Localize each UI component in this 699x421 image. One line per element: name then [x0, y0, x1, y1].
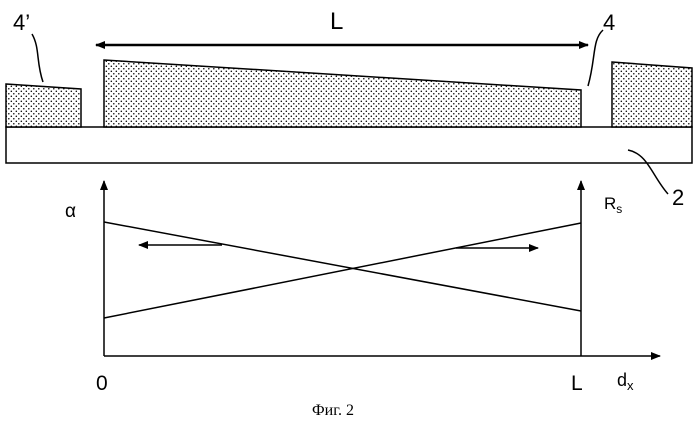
y-axis-label-alpha: α — [65, 201, 76, 222]
y-axis-label-rs: Rs — [604, 194, 622, 216]
rs-main: R — [604, 194, 616, 213]
origin-label: 0 — [96, 372, 108, 395]
label-4: 4 — [603, 10, 615, 35]
rs-subscript: s — [616, 202, 622, 216]
length-label: L — [330, 8, 343, 35]
alpha-line-decreasing — [104, 222, 581, 311]
x-end-label: L — [571, 372, 583, 395]
layer-4-main-segment — [104, 60, 581, 127]
label-4-prime: 4’ — [13, 10, 30, 35]
substrate-2 — [6, 127, 692, 163]
rs-line-increasing — [104, 223, 581, 318]
leader-4-prime — [32, 34, 43, 82]
layer-4-prime-segment — [6, 84, 81, 127]
figure-caption: Фиг. 2 — [312, 402, 354, 419]
leader-4 — [588, 30, 603, 86]
label-2: 2 — [672, 185, 684, 210]
dx-subscript: x — [627, 378, 634, 393]
layer-4-next-segment — [612, 62, 692, 127]
x-axis-label-dx: dx — [617, 370, 634, 393]
dx-main: d — [617, 370, 627, 390]
